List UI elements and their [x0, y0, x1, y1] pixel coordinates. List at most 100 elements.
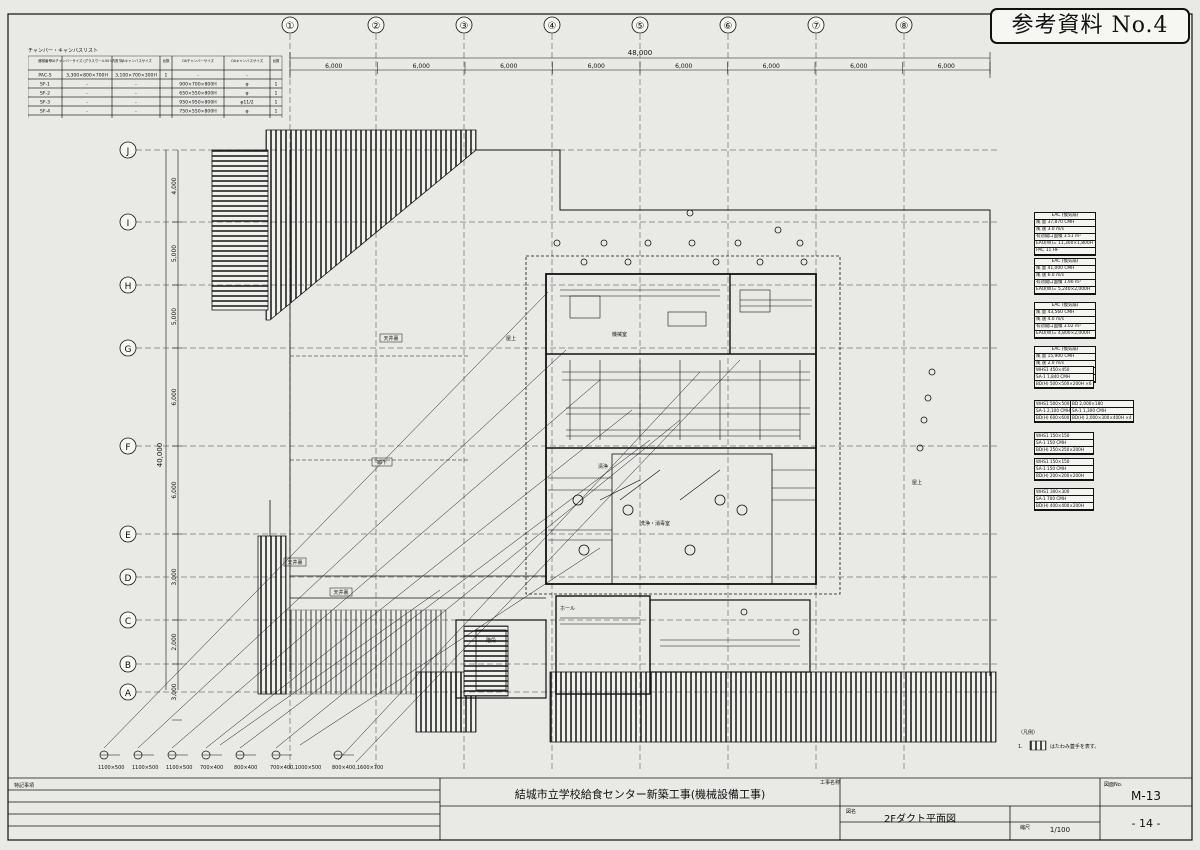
room-ceiling-1: 天井裏 — [383, 335, 398, 342]
project-title: 結城市立学校給食センター新築工事(機械設備工事) — [515, 787, 766, 801]
vertical-dimension: 5,000 — [171, 308, 178, 325]
column-bubble-label: ④ — [548, 21, 557, 32]
drawing-number-label: 図面No. — [1104, 782, 1123, 788]
column-bubble-label: ③ — [460, 21, 469, 32]
schedule-cell: φ11/2 — [240, 100, 253, 106]
room-clean: 清浄 — [598, 463, 608, 470]
schedule-cell: SF-1 — [40, 82, 50, 88]
drawing-number: M-13 — [1131, 789, 1161, 803]
equipment-table-head: EAC (換気扇) — [1035, 347, 1095, 354]
bay-dimension: 6,000 — [325, 63, 342, 70]
air-volume-row: BD(H) 400×400×200H — [1035, 503, 1093, 510]
vertical-dimension: 2,000 — [171, 633, 178, 650]
schedule-cell: SF-2 — [40, 91, 50, 97]
column-bubble-label: ⑥ — [724, 21, 733, 32]
equipment-table-row: 風 量 37,870 CMH — [1035, 220, 1095, 227]
schedule-cell: - — [86, 83, 88, 88]
column-grid-lines — [289, 34, 905, 770]
schedule-cell: φ — [245, 83, 248, 88]
room-machine: 機械室 — [612, 331, 627, 338]
schedule-cell: φ11/2 — [240, 118, 253, 119]
row-bubble — [119, 683, 137, 701]
schedule-cell: - — [135, 101, 137, 106]
vertical-dimension: 5,000 — [171, 245, 178, 262]
schedule-cell: 950×950×800H — [179, 100, 216, 106]
project-label: 工事名称 — [820, 779, 840, 786]
air-volume-row: WHS1 150×150 — [1035, 459, 1093, 466]
column-bubble-label: ⑦ — [812, 21, 821, 32]
schedule-cell: 3,300×800×700H — [66, 73, 108, 79]
row-bubble — [119, 437, 137, 455]
air-volume-row: BD(H) 2,000×300×400H ×4 — [1071, 415, 1133, 422]
overall-dimension: 48,000 — [628, 49, 653, 57]
equipment-table-row: 有効開口面積 3.02 m² — [1035, 324, 1095, 331]
equipment-table-row: PAC 11 HF — [1035, 248, 1095, 255]
schedule-cell: 1 — [275, 82, 278, 88]
schedule-cell: OAチャンバーサイズ — [182, 58, 214, 63]
room-ceiling-3: 天井裏 — [333, 589, 348, 596]
schedule-cell: - — [197, 74, 199, 79]
reference-badge: 参考資料 No.4 — [990, 8, 1190, 44]
equipment-table-row: 風 量 41,000 CMH — [1035, 266, 1095, 273]
air-volume-row: BD(H) 200×200×200H — [1035, 473, 1093, 480]
legend: 〈凡例〉 1. はたわみ蓋手を表す。 — [1018, 729, 1099, 751]
svg-text:〈凡例〉: 〈凡例〉 — [1018, 729, 1038, 736]
schedule-cell: - — [86, 101, 88, 106]
schedule-cell: SAチャンバーサイズ (グラスウール50 t内張り) — [51, 58, 124, 63]
schedule-cell: 800×900×800H — [179, 118, 216, 119]
page-number: - 14 - — [1132, 817, 1161, 830]
schedule-cell: PAC-5 — [38, 73, 51, 79]
equipment-table-head: EAC (換気扇) — [1035, 259, 1095, 266]
air-volume-row: SA-1 700 CMH — [1035, 496, 1093, 503]
room-rooftop-2: 屋上 — [912, 479, 922, 486]
row-bubble-label: A — [125, 689, 132, 699]
column-bubble — [807, 16, 825, 34]
schedule-cell: OAキャンバスサイズ — [231, 58, 264, 63]
column-bubble — [631, 16, 649, 34]
bay-dimension: 6,000 — [763, 63, 780, 70]
column-bubble — [367, 16, 385, 34]
fan-size-label: 700×400 — [200, 765, 223, 771]
air-volume-row: SA-1 150 CMH — [1035, 466, 1093, 473]
fan-size-label: 1100×500 — [98, 765, 124, 771]
fan-size-label: 700×400,1000×500 — [270, 765, 321, 771]
equipment-table-row: 風 速 4.0 m/s — [1035, 317, 1095, 324]
column-bubble-label: ② — [372, 21, 381, 32]
schedule-cell: 900×700×800H — [179, 82, 216, 88]
schedule-cell: 1 — [275, 118, 278, 119]
row-bubble-label: B — [125, 661, 131, 671]
row-bubble-label: G — [125, 345, 132, 355]
room-labels: 天井裏 廊下 天井裏 天井裏 屋上 屋上 機械室 ホール 洗浄・消毒室 清浄 階… — [283, 331, 922, 644]
room-stairs: 階段 — [486, 637, 496, 644]
equipment-table-row: 風 速 3.0 m/s — [1035, 227, 1095, 234]
column-bubble — [719, 16, 737, 34]
vertical-dimension: 6,000 — [171, 388, 178, 405]
column-bubble-label: ① — [286, 21, 295, 32]
schedule-cell: - — [135, 110, 137, 115]
column-bubble-label: ⑧ — [900, 21, 909, 32]
fan-size-label: 1100×500 — [166, 765, 192, 771]
drawing-label: 図名 — [846, 808, 856, 815]
air-volume-row: BD(H) 500×500×200H ×6 — [1035, 381, 1093, 388]
bay-dimension: 6,000 — [500, 63, 517, 70]
schedule-cell: 1 — [165, 73, 168, 79]
scale-value: 1/100 — [1050, 826, 1070, 834]
schedule-cell: 1 — [275, 100, 278, 106]
building-outline — [269, 149, 991, 699]
row-bubble-label: I — [127, 219, 130, 229]
bay-dimension: 6,000 — [413, 63, 430, 70]
diffuser-symbols — [553, 209, 936, 636]
fan-leader-lines — [103, 291, 741, 763]
equipment-table-row: 風 速 6.0 m/s — [1035, 273, 1095, 280]
bay-dimension: 6,000 — [588, 63, 605, 70]
schedule-cell: 器械番号 — [38, 58, 52, 63]
